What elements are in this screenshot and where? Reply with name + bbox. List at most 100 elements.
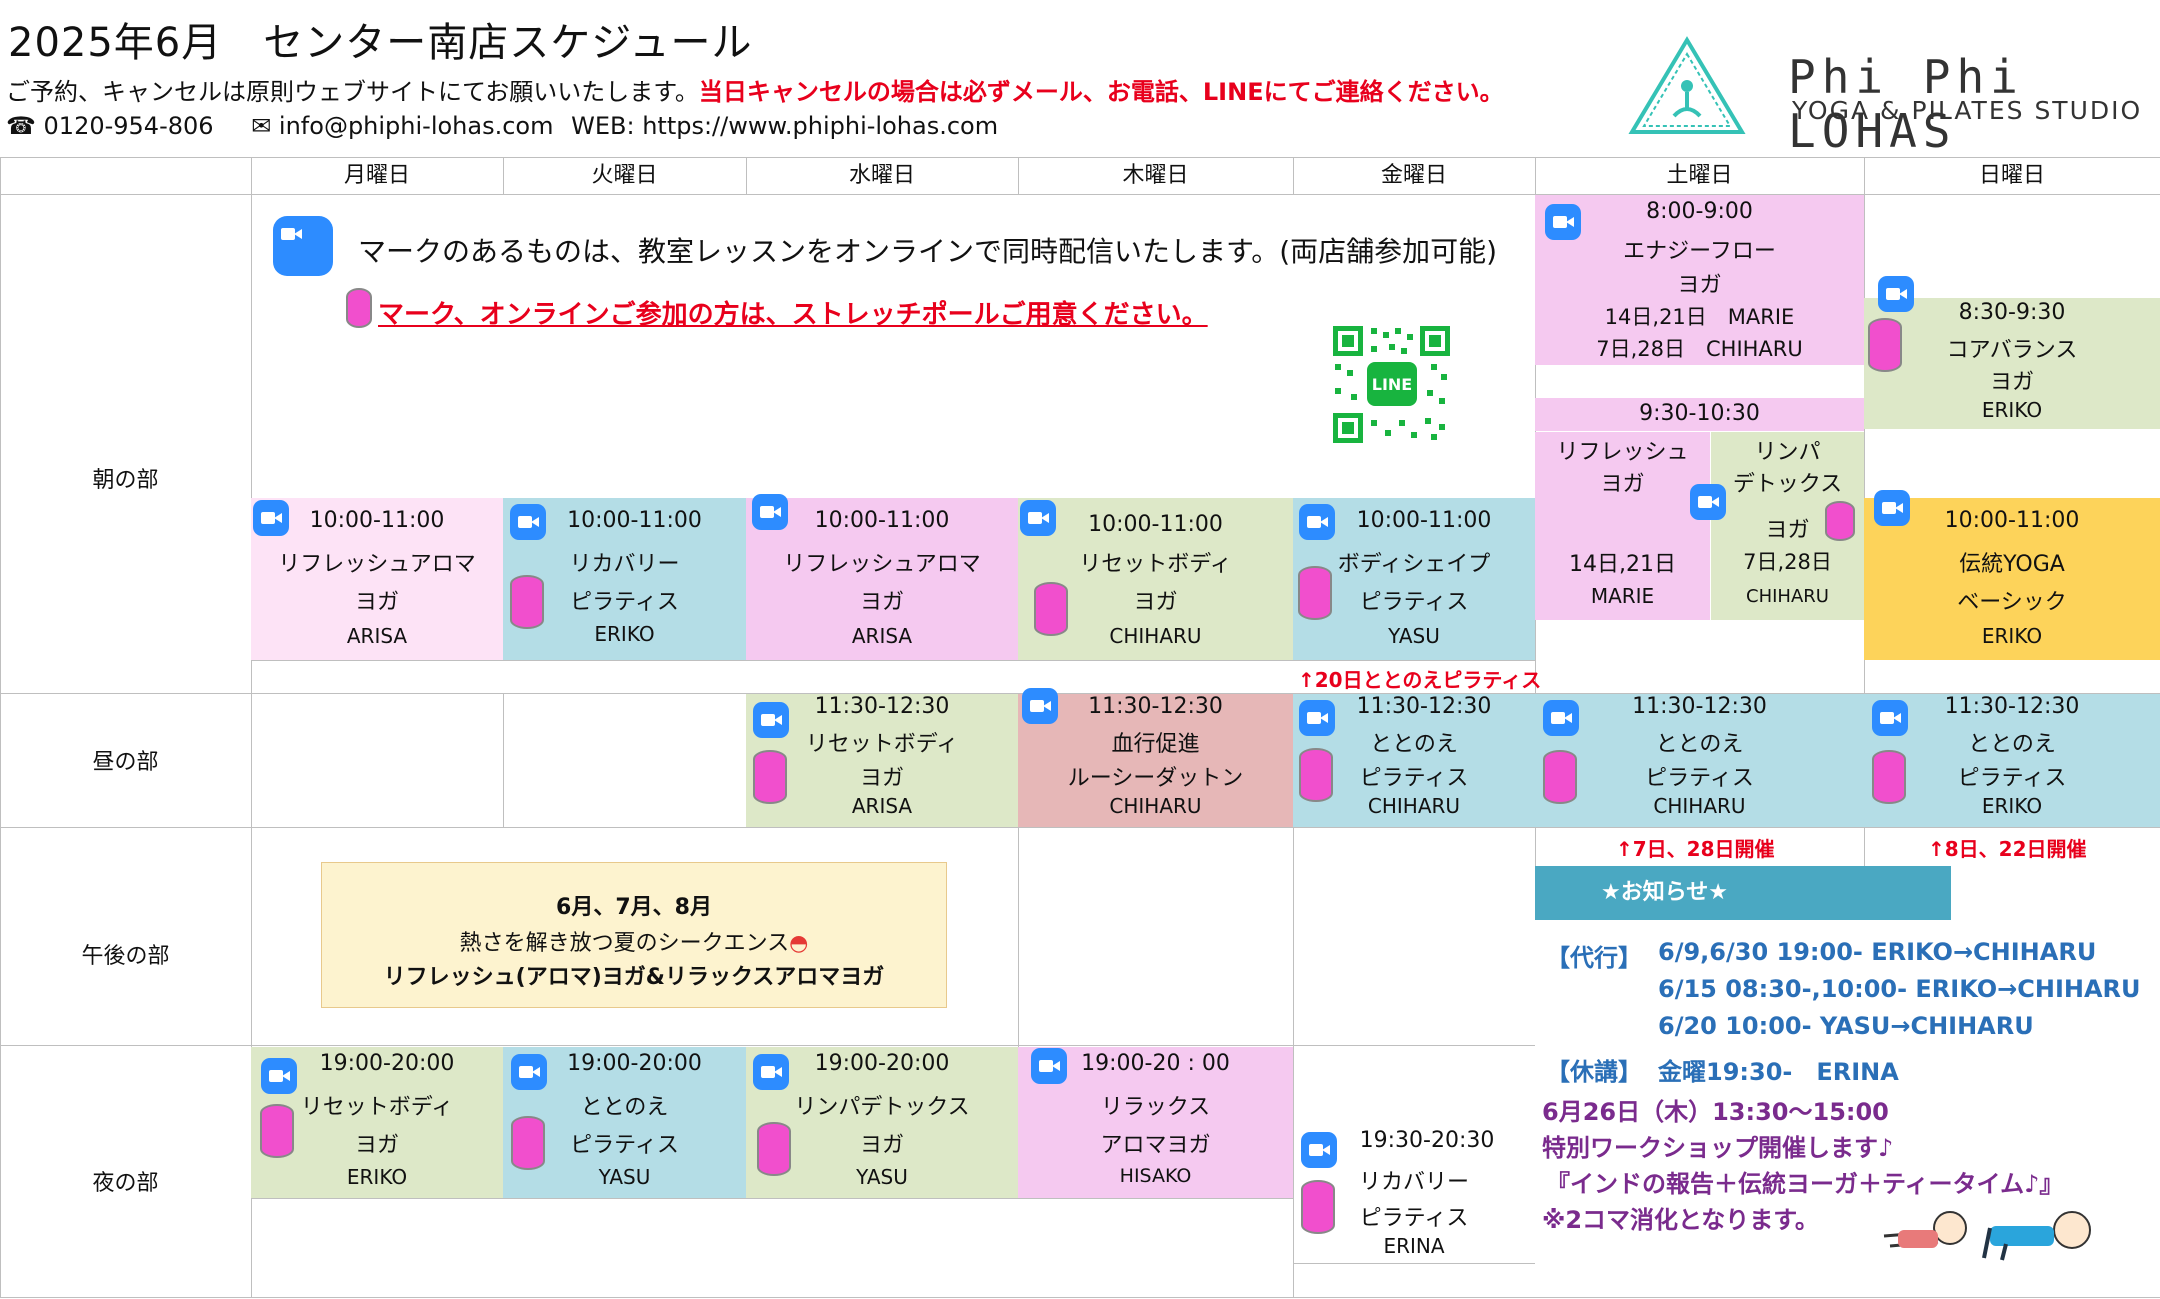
lesson-sun-morning[interactable]: 10:00-11:00 伝統YOGA ベーシック ERIKO bbox=[1864, 498, 2160, 660]
lesson-time: 19:00-20 : 00 bbox=[1081, 1051, 1230, 1076]
lesson-thu-evening[interactable]: 19:00-20 : 00 リラックス アロマヨガ HISAKO bbox=[1018, 1047, 1293, 1198]
lesson-instructor: ERIKO bbox=[1981, 398, 2043, 422]
lesson-wed-morning[interactable]: 10:00-11:00 リフレッシュアロマ ヨガ ARISA bbox=[746, 498, 1018, 660]
stretch-pole-icon bbox=[346, 288, 372, 328]
grid-line bbox=[1293, 157, 1294, 194]
substitute-3: 6/20 10:00- YASU→CHIHARU bbox=[1658, 1012, 2034, 1040]
lesson-instructor: CHIHARU bbox=[1367, 794, 1461, 818]
lesson-time: 10:00-11:00 bbox=[1356, 508, 1492, 533]
lesson-instructor: YASU bbox=[856, 1165, 908, 1189]
lesson-time: 11:30-12:30 bbox=[1088, 694, 1223, 719]
lesson-dates: 7日,28日 bbox=[1743, 550, 1832, 574]
lesson-time: 8:00-9:00 bbox=[1646, 199, 1753, 224]
lesson-name: 伝統YOGA bbox=[1959, 552, 2065, 577]
grid-line bbox=[0, 157, 2160, 158]
lesson-name: エナジーフロー bbox=[1623, 239, 1776, 264]
zoom-icon bbox=[1022, 688, 1058, 724]
lesson-instructor: CHIHARU bbox=[1653, 794, 1746, 818]
lesson-name-2: デトックス bbox=[1732, 472, 1843, 497]
lesson-instructor: ARISA bbox=[851, 624, 913, 648]
lesson-type: ヨガ bbox=[1677, 273, 1722, 298]
lesson-name: リンパ bbox=[1754, 440, 1821, 465]
lesson-fri-evening[interactable]: 19:30-20:30 リカバリー ピラティス ERINA bbox=[1293, 1128, 1535, 1263]
day-header-sun: 日曜日 bbox=[1978, 163, 2045, 188]
notice-header: ★お知らせ★ bbox=[1535, 866, 1951, 920]
lesson-sun-830[interactable]: 8:30-9:30 コアバランス ヨガ ERIKO bbox=[1864, 298, 2160, 429]
summer-months: 6月、7月、8月 bbox=[556, 895, 712, 920]
grid-line bbox=[503, 693, 504, 827]
stretch-pole-icon bbox=[260, 1104, 294, 1158]
cancel-warning: 当日キャンセルの場合は必ずメール、お電話、LINEにてご連絡ください。 bbox=[698, 78, 1504, 106]
watermelon-icon: ◓ bbox=[789, 931, 809, 956]
lesson-time: 10:00-11:00 bbox=[1088, 512, 1223, 537]
lesson-instructor: ERINA bbox=[1383, 1234, 1445, 1258]
lesson-type: ピラティス bbox=[570, 1133, 679, 1158]
lesson-sat-8am[interactable]: 8:00-9:00 エナジーフロー ヨガ 14日,21日 MARIE 7日,28… bbox=[1535, 195, 1864, 365]
lesson-mon-morning[interactable]: 10:00-11:00 リフレッシュアロマ ヨガ ARISA bbox=[251, 498, 503, 660]
website-url[interactable]: WEB: https://www.phiphi-lohas.com bbox=[571, 112, 999, 140]
day-header-mon: 月曜日 bbox=[343, 163, 410, 188]
lesson-instructor: CHIHARU bbox=[1109, 794, 1202, 818]
lesson-wed-evening[interactable]: 19:00-20:00 リンパデトックス ヨガ YASU bbox=[746, 1047, 1018, 1198]
lesson-type: ヨガ bbox=[354, 1133, 399, 1158]
zoom-icon bbox=[1543, 700, 1579, 736]
lesson-instructor: ERIKO bbox=[1981, 624, 2043, 648]
day-header-sat: 土曜日 bbox=[1666, 163, 1733, 188]
zoom-icon bbox=[1690, 484, 1726, 520]
lesson-name: 血行促進 bbox=[1111, 732, 1200, 757]
zoom-icon bbox=[1874, 490, 1910, 526]
lesson-type: ピラティス bbox=[1359, 1206, 1469, 1231]
lesson-type: ピラティス bbox=[1359, 766, 1469, 791]
workshop-note: ※2コマ消化となります。 bbox=[1542, 1206, 1819, 1234]
lesson-sat-930-refresh[interactable]: リフレッシュ ヨガ 14日,21日 MARIE bbox=[1535, 432, 1710, 620]
lesson-wed-noon[interactable]: 11:30-12:30 リセットボディ ヨガ ARISA bbox=[746, 694, 1018, 827]
period-morning: 朝の部 bbox=[92, 468, 159, 493]
summer-title: 熱さを解き放つ夏のシークエンス◓ bbox=[322, 925, 946, 957]
zoom-icon bbox=[1872, 700, 1908, 736]
brand-subtitle: YOGA & PILATES STUDIO bbox=[1792, 96, 2143, 125]
lesson-sun-noon[interactable]: 11:30-12:30 ととのえ ピラティス ERIKO bbox=[1864, 694, 2160, 827]
line-qr-code-icon[interactable]: LINE bbox=[1331, 324, 1452, 445]
lesson-thu-morning[interactable]: 10:00-11:00 リセットボディ ヨガ CHIHARU bbox=[1018, 498, 1293, 660]
lesson-type: ヨガ bbox=[859, 1133, 904, 1158]
grid-line bbox=[251, 157, 252, 1298]
cancel-detail: 金曜19:30- ERINA bbox=[1658, 1058, 1899, 1086]
lesson-name: ととのえ bbox=[1968, 732, 2056, 757]
grid-line bbox=[0, 1045, 1535, 1046]
stretch-pole-icon bbox=[511, 1116, 545, 1170]
zoom-icon bbox=[1299, 504, 1335, 540]
fri-special-note: ↑20日ととのえピラティス bbox=[1298, 668, 1542, 692]
grid-line bbox=[1293, 1263, 1535, 1264]
grid-line bbox=[1018, 157, 1019, 194]
lesson-type: ピラティス bbox=[570, 590, 679, 615]
substitute-label: 【代行】 bbox=[1546, 944, 1642, 972]
lesson-instructor: 14日,21日 MARIE bbox=[1604, 305, 1795, 329]
contact-line: ☎ 0120-954-806 ✉ info@phiphi-lohas.com W… bbox=[6, 112, 1008, 140]
stretch-pole-icon bbox=[757, 1122, 791, 1176]
grid-line bbox=[251, 660, 1535, 661]
lesson-name: ととのえ bbox=[580, 1095, 669, 1120]
lesson-thu-noon[interactable]: 11:30-12:30 血行促進 ルーシーダットン CHIHARU bbox=[1018, 694, 1293, 827]
lesson-sat-noon[interactable]: 11:30-12:30 ととのえ ピラティス CHIHARU bbox=[1535, 694, 1864, 827]
lesson-time: 10:00-11:00 bbox=[567, 508, 702, 533]
workshop-title: 特別ワークショップ開催します♪ bbox=[1542, 1134, 1894, 1162]
summer-classes: リフレッシュ(アロマ)ヨガ&リラックスアロマヨガ bbox=[383, 965, 885, 990]
zoom-icon bbox=[1545, 204, 1581, 240]
stretch-pole-icon bbox=[1034, 582, 1068, 636]
zoom-icon bbox=[1301, 1132, 1337, 1168]
pole-legend: マーク、オンラインご参加の方は、ストレッチポールご用意ください。 bbox=[378, 300, 1208, 330]
lesson-time: 10:00-11:00 bbox=[814, 508, 950, 533]
email-address[interactable]: ✉ info@phiphi-lohas.com bbox=[251, 112, 554, 140]
stretch-pole-icon bbox=[753, 750, 787, 804]
lesson-time: 10:00-11:00 bbox=[309, 508, 445, 533]
lesson-instructor: ERIKO bbox=[594, 622, 655, 646]
booking-note-text: ご予約、キャンセルは原則ウェブサイトにてお願いいたします。 bbox=[6, 78, 699, 106]
grid-line bbox=[0, 693, 2160, 694]
lesson-type: ヨガ bbox=[354, 590, 399, 615]
qr-line-label: LINE bbox=[1372, 375, 1412, 394]
lesson-time: 19:00-20:00 bbox=[319, 1051, 455, 1076]
lesson-instructor: CHIHARU bbox=[1109, 624, 1202, 648]
lesson-type: ピラティス bbox=[1359, 590, 1469, 615]
lesson-time: 8:30-9:30 bbox=[1958, 300, 2066, 325]
grid-line bbox=[1293, 827, 1294, 1297]
